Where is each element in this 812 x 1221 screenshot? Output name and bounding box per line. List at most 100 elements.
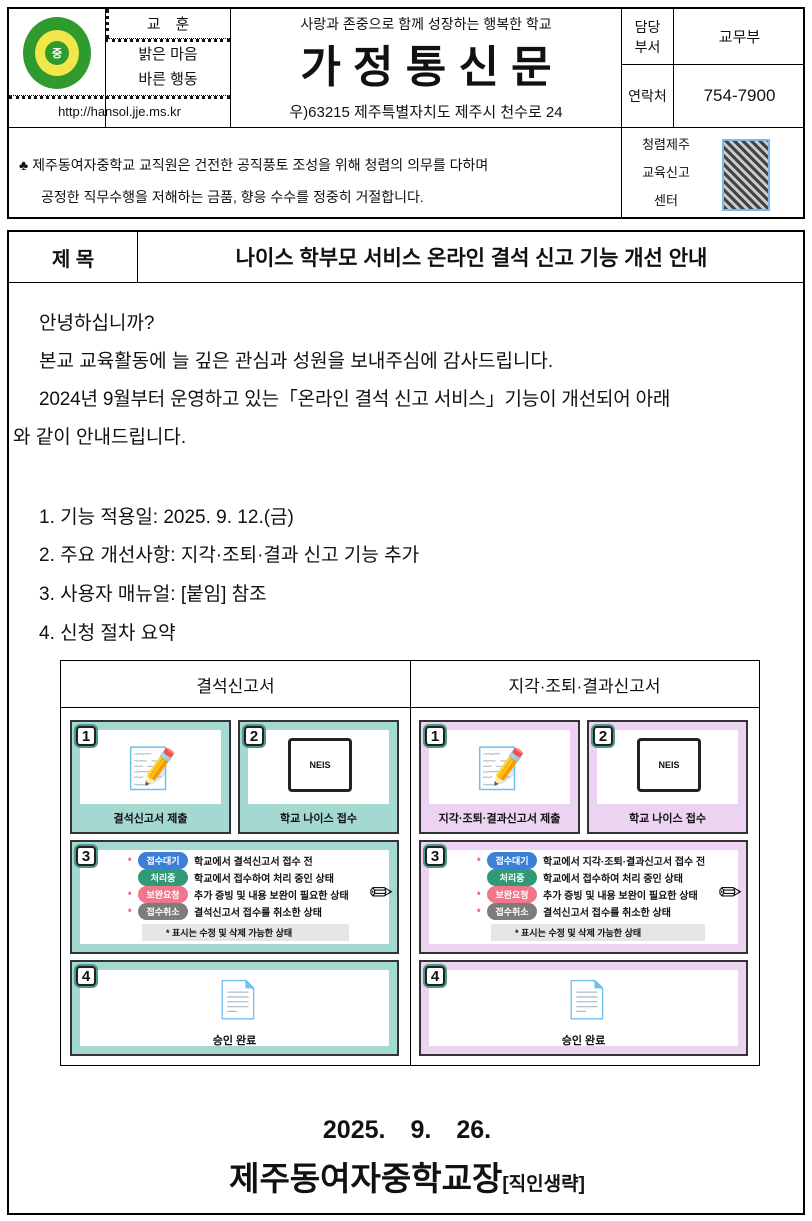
school-url[interactable]: http://hansol.jje.ms.kr [58,104,181,119]
motto: 밝은 마음 바른 행동 [106,40,230,94]
step-panel-1: 1 📝 결석신고서 제출 [70,720,231,834]
list-item: 1. 기능 적용일: 2025. 9. 12.(금) [39,507,294,528]
seal-note: [직인생략] [502,1174,585,1195]
neis-label: NEIS [658,760,680,770]
signer: 제주동여자중학교장 [229,1160,503,1197]
label-line: 교육신고 [642,165,690,180]
status-badge: 접수대기 [487,852,537,869]
neis-monitor-icon: NEIS [637,738,701,792]
step-caption: 승인 완료 [212,1035,257,1047]
column-header: 결석신고서 [196,676,275,696]
dept-label: 담당부서 [634,18,661,55]
status-badge: 보완요청 [138,886,188,903]
status-badge: 접수취소 [138,903,188,920]
divider [621,9,622,217]
status-desc: 추가 증빙 및 내용 보완이 필요한 상태 [194,891,349,902]
status-desc: 학교에서 지각·조퇴·결과신고서 접수 전 [543,857,706,868]
status-badge: 처리중 [487,869,537,886]
step-panel-1: 1 📝 지각·조퇴·결과신고서 제출 [419,720,580,834]
list-item: 3. 사용자 매뉴얼: [붙임] 참조 [39,584,267,605]
step-caption: 승인 완료 [561,1035,606,1047]
document-pen-icon: 📝 [127,746,177,791]
pledge-line: 제주동여자중학교 교직원은 건전한 공직풍토 조성을 위해 청렴의 의무를 다하… [32,157,489,173]
document-pen-icon: 📝 [476,746,526,791]
status-desc: 결석신고서 접수를 취소한 상태 [194,908,322,919]
step-number: 2 [593,726,613,746]
status-note: * 표시는 수정 및 삭제 가능한 상태 [142,924,349,941]
neis-label: NEIS [309,760,331,770]
step-panel-4: 4 📄 승인 완료 [70,960,399,1056]
contact-value: 754-7900 [703,86,776,105]
document-check-icon: 📄 [564,979,610,1020]
neis-monitor-icon: NEIS [288,738,352,792]
club-icon: ♣ [19,157,33,173]
motto-line: 밝은 마음 [138,46,198,63]
status-badge: 처리중 [138,869,188,886]
signature: 제주동여자중학교장 [직인생략] [9,1152,805,1200]
integrity-pledge: ♣ 제주동여자중학교 교직원은 건전한 공직풍토 조성을 위해 청렴의 의무를 … [19,149,488,213]
status-row: 처리중 학교에서 접수하여 처리 중인 상태 [128,869,349,886]
report-center-label: 청렴제주 교육신고 센터 [622,129,710,217]
newsletter-header: 중 교 훈 밝은 마음 바른 행동 http://hansol.jje.ms.k… [7,7,805,219]
greeting: 안녕하십니까? [39,313,155,334]
list-item: 4. 신청 절차 요약 [39,623,176,644]
step-caption: 학교 나이스 접수 [280,813,357,825]
status-row: 처리중 학교에서 접수하여 처리 중인 상태 [477,869,705,886]
dept-value: 교무부 [718,29,761,46]
column-header: 지각·조퇴·결과신고서 [508,676,661,696]
pencil-icon: ✏ [718,877,742,908]
status-badge: 보완요청 [487,886,537,903]
document-check-icon: 📄 [215,979,261,1020]
editable-mark: * [477,889,481,900]
notice-body: 제 목 나이스 학부모 서비스 온라인 결석 신고 기능 개선 안내 안녕하십니… [7,230,805,1215]
divider [230,9,231,127]
divider [9,127,803,128]
motto-label: 교 훈 [146,16,190,33]
issue-date: 2025. 9. 26. [322,1116,492,1144]
newsletter-title: 가 정 통 신 문 [300,43,552,92]
step-number: 1 [76,726,96,746]
status-desc: 학교에서 접수하여 처리 중인 상태 [543,874,683,885]
body-text: 2024년 9월부터 운영하고 있는「온라인 결석 신고 서비스」기능이 개선되… [39,389,671,410]
step-number: 2 [244,726,264,746]
subject-label: 제 목 [51,248,95,271]
slogan: 사랑과 존중으로 함께 성장하는 행복한 학교 [300,16,552,32]
step-caption: 학교 나이스 접수 [629,813,706,825]
status-desc: 추가 증빙 및 내용 보완이 필요한 상태 [543,891,698,902]
status-desc: 학교에서 결석신고서 접수 전 [194,857,313,868]
school-address: 우)63215 제주특별자치도 제주시 천수로 24 [289,103,563,121]
label-line: 청렴제주 [642,137,690,152]
step-number: 4 [76,966,96,986]
step-number: 4 [425,966,445,986]
status-row: * 접수취소 결석신고서 접수를 취소한 상태 [477,903,705,920]
status-badge: 접수대기 [138,852,188,869]
step-caption: 결석신고서 제출 [113,813,188,825]
pencil-icon: ✏ [369,877,393,908]
status-row: * 접수취소 결석신고서 접수를 취소한 상태 [128,903,349,920]
school-logo: 중 [23,17,91,89]
status-row: * 보완요청 추가 증빙 및 내용 보완이 필요한 상태 [477,886,705,903]
step-number: 3 [425,846,445,866]
step-number: 1 [425,726,445,746]
status-badge: 접수취소 [487,903,537,920]
body-text: 와 같이 안내드립니다. [13,427,187,448]
status-note: * 표시는 수정 및 삭제 가능한 상태 [491,924,706,941]
step-caption: 지각·조퇴·결과신고서 제출 [438,813,561,825]
pledge-line: 공정한 직무수행을 저해하는 금품, 향응 수수를 정중히 거절합니다. [41,189,424,205]
qr-code[interactable] [722,139,770,211]
editable-mark: * [477,906,481,917]
contact-label: 연락처 [628,88,667,104]
editable-mark: * [128,906,132,917]
status-desc: 결석신고서 접수를 취소한 상태 [543,908,671,919]
motto-line: 바른 행동 [138,71,198,88]
status-desc: 학교에서 접수하여 처리 중인 상태 [194,874,334,885]
